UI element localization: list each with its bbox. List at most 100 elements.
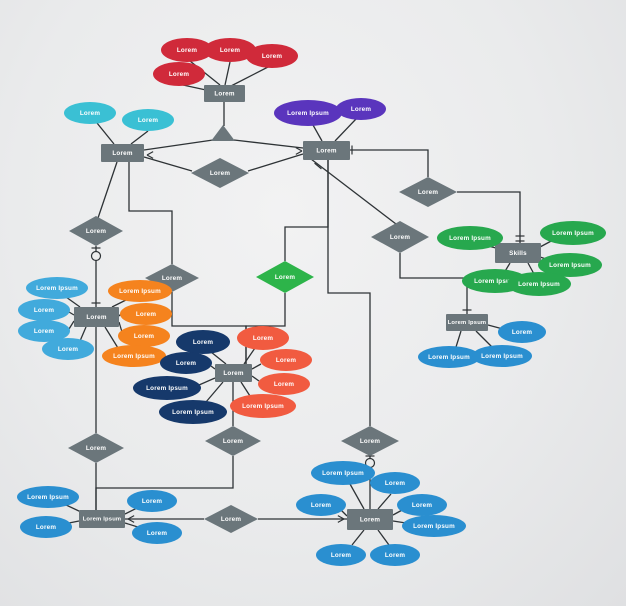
attribute-label: Lorem Ipsum <box>518 281 560 288</box>
attribute-label: Lorem <box>34 328 54 335</box>
attribute-o2: Lorem <box>120 303 172 325</box>
attribute-label: Lorem <box>80 110 100 117</box>
connector-isa-left <box>143 139 214 151</box>
attribute-label: Lorem <box>385 552 405 559</box>
connector-left-d2 <box>97 161 118 219</box>
attribute-label: Lorem <box>385 480 405 487</box>
connector-d5-skills <box>457 191 521 243</box>
entity-right: Lorem <box>303 141 350 160</box>
relationship-d10: Lorem <box>341 426 399 456</box>
connector-b3-midleft <box>68 320 75 330</box>
relationship-d8: Lorem <box>68 433 124 463</box>
relationship-d2: Lorem <box>69 216 123 246</box>
cardinality-arrow <box>295 147 303 152</box>
attribute-g1: Lorem Ipsum <box>437 226 503 250</box>
entity-label: Lorem <box>214 91 234 98</box>
attribute-label: Lorem Ipsum <box>36 285 78 292</box>
attribute-br6: Lorem <box>316 544 366 566</box>
attribute-label: Lorem Ipsum <box>146 385 188 392</box>
connector-right-d10 <box>327 160 371 426</box>
attribute-label: Lorem <box>276 357 296 364</box>
attribute-br2: Lorem <box>370 472 420 494</box>
attribute-label: Lorem Ipsum <box>113 353 155 360</box>
relationship-label: Lorem <box>390 234 410 241</box>
connector-t2-center <box>251 363 262 370</box>
attribute-label: Lorem Ipsum <box>119 288 161 295</box>
attribute-bl1: Lorem Ipsum <box>17 486 79 508</box>
attribute-c1: Lorem <box>64 102 116 124</box>
connector-n2-center <box>210 365 216 370</box>
attribute-label: Lorem Ipsum <box>287 110 329 117</box>
connector-t3-center <box>251 375 260 382</box>
attribute-label: Lorem <box>176 360 196 367</box>
attribute-label: Lorem <box>274 381 294 388</box>
connector-d6-rightlower <box>399 253 468 314</box>
attribute-label: Lorem <box>512 329 532 336</box>
entity-label: Lorem <box>112 150 132 157</box>
connector-left-d3 <box>128 162 173 264</box>
entity-skills: Skills <box>495 243 541 263</box>
connector-t4-center <box>240 381 251 397</box>
attribute-o1: Lorem Ipsum <box>108 280 172 302</box>
cardinality-arrow <box>146 151 154 156</box>
relationship-d1: Lorem <box>191 158 249 188</box>
connector-br7-bottomright <box>377 529 390 546</box>
attribute-a2: Lorem Ipsum <box>418 346 480 368</box>
relationship-label: Lorem <box>86 228 106 235</box>
connector-right-d5 <box>350 149 429 177</box>
attribute-label: Lorem <box>136 311 156 318</box>
relationship-d7: Lorem <box>205 426 261 456</box>
cardinality-ring <box>90 250 102 262</box>
relationship-d9: Lorem <box>204 505 258 533</box>
entity-midleft: Lorem <box>74 307 119 327</box>
cardinality-arrow <box>127 515 135 520</box>
attribute-label: Lorem Ipsum <box>413 523 455 530</box>
connector-br1-bottomright <box>349 483 365 510</box>
entity-top: Lorem <box>204 85 245 102</box>
attribute-label: Lorem Ipsum <box>242 403 284 410</box>
relationship-label: Lorem <box>221 516 241 523</box>
entity-left: Lorem <box>101 144 144 162</box>
connector-b2-midleft <box>68 311 75 316</box>
attribute-g5: Lorem Ipsum <box>507 272 571 296</box>
attribute-r4: Lorem <box>153 62 205 86</box>
entity-label: Lorem Ipsum <box>83 517 122 523</box>
attribute-n4: Lorem Ipsum <box>159 400 227 424</box>
attribute-label: Lorem <box>177 47 197 54</box>
relationship-d5: Lorem <box>399 177 457 207</box>
connector-p1-right <box>312 124 323 142</box>
attribute-label: Lorem <box>331 552 351 559</box>
attribute-br4: Lorem <box>397 494 447 516</box>
connector-t1-center <box>243 347 256 365</box>
relationship-label: Lorem <box>86 445 106 452</box>
attribute-c2: Lorem <box>122 109 174 131</box>
connector-p2-right <box>334 118 357 142</box>
attribute-r1: Lorem <box>161 38 213 62</box>
attribute-br3: Lorem <box>296 494 346 516</box>
connector-c1-left <box>96 122 115 145</box>
attribute-t2: Lorem <box>260 349 312 371</box>
attribute-o3: Lorem <box>118 325 170 347</box>
attribute-label: Lorem <box>169 71 189 78</box>
attribute-label: Lorem <box>147 530 167 537</box>
connector-n1-center <box>210 351 227 365</box>
connector-a3-rightlower <box>475 330 493 348</box>
connector-r4-top <box>182 84 207 91</box>
connector-b4-midleft <box>79 326 87 342</box>
attribute-label: Lorem Ipsum <box>172 409 214 416</box>
relationship-label: Lorem <box>210 170 230 177</box>
attribute-a1: Lorem <box>498 321 546 343</box>
attribute-n1: Lorem <box>176 330 230 354</box>
entity-label: Lorem <box>316 148 336 155</box>
attribute-p1: Lorem Ipsum <box>274 100 342 126</box>
relationship-label: Lorem <box>223 438 243 445</box>
attribute-label: Lorem <box>253 335 273 342</box>
attribute-b4: Lorem <box>42 338 94 360</box>
isa-connector-isa <box>211 125 235 141</box>
cardinality-arrow <box>295 150 303 155</box>
attribute-label: Lorem Ipsum <box>27 494 69 501</box>
attribute-label: Lorem <box>351 106 371 113</box>
attribute-r2: Lorem <box>204 38 256 62</box>
connector-b1-midleft <box>65 296 81 308</box>
